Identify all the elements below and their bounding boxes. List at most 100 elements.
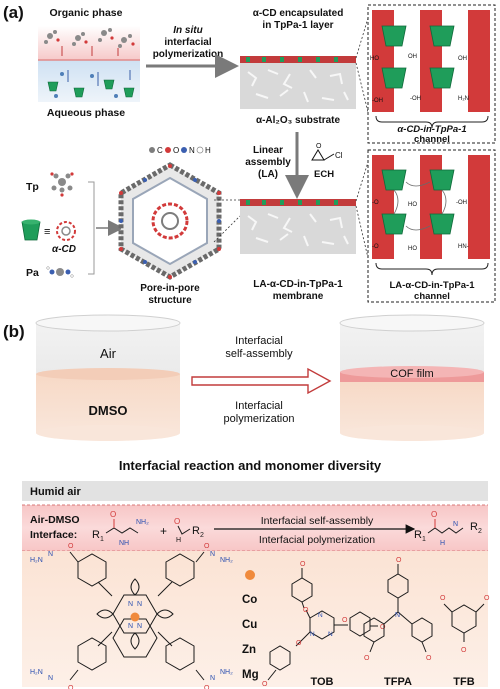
substrate-texture-1 bbox=[247, 69, 349, 103]
arrow-bottom-label: Interfacial polymerization bbox=[259, 534, 375, 546]
substrate-2: LA-α-CD-in-TpPa-1 membrane bbox=[240, 199, 356, 302]
monomer-area bbox=[22, 551, 488, 687]
svg-text:OH: OH bbox=[408, 54, 417, 60]
svg-text:O: O bbox=[342, 617, 348, 624]
metal-mg: Mg bbox=[242, 669, 259, 681]
svg-text:O: O bbox=[484, 595, 490, 602]
acd-in-layer bbox=[246, 57, 338, 62]
channel1-line1: α-CD-in-TpPa-1 bbox=[397, 124, 466, 135]
svg-text:O: O bbox=[296, 640, 302, 647]
svg-text:O: O bbox=[431, 510, 437, 519]
svg-text:N: N bbox=[210, 675, 215, 682]
ech-cl: Cl bbox=[335, 151, 343, 160]
svg-text:O: O bbox=[303, 607, 309, 614]
pore-acd-ring bbox=[151, 202, 189, 240]
la-line1: Linear bbox=[253, 145, 283, 156]
beaker-right-rim bbox=[339, 314, 485, 332]
panel-b-label: (b) bbox=[3, 322, 25, 341]
monomer-list: Tp ≡ α-CD Pa bbox=[21, 172, 76, 279]
svg-text:1: 1 bbox=[422, 536, 426, 543]
svg-text:NH₂: NH₂ bbox=[220, 557, 233, 564]
beaker-left-rim bbox=[35, 314, 181, 332]
metal-co: Co bbox=[242, 594, 257, 606]
tfb-label: TFB bbox=[453, 676, 474, 688]
acd-cone-icon bbox=[21, 221, 41, 241]
product-r2-label: R bbox=[470, 521, 478, 533]
acd-ring bbox=[56, 221, 76, 241]
svg-text:O: O bbox=[364, 655, 370, 662]
svg-text:HO: HO bbox=[408, 246, 417, 252]
beaker-left: Air DMSO bbox=[35, 314, 181, 441]
la-acd-in-layer bbox=[246, 200, 338, 205]
zoom-line-3b bbox=[355, 205, 369, 259]
organic-phase-label: Organic phase bbox=[50, 7, 123, 19]
hydrazide-structure: R 1 O NH NH₂ bbox=[92, 510, 149, 547]
channel-wall-2c bbox=[468, 155, 490, 259]
svg-text:H₂N: H₂N bbox=[30, 669, 43, 676]
svg-text:O: O bbox=[426, 655, 432, 662]
svg-text:-O: -O bbox=[372, 244, 379, 250]
pore-in-pore-structure: Pore-in-pore structure bbox=[118, 162, 222, 306]
pore-line1: Pore-in-pore bbox=[140, 283, 200, 294]
monomer-bracket bbox=[88, 181, 95, 275]
pa-structure bbox=[46, 266, 74, 278]
tp-oxygens bbox=[50, 172, 74, 197]
svg-text:N: N bbox=[395, 612, 400, 619]
zoom-line-3a bbox=[355, 161, 369, 202]
metal-cu: Cu bbox=[242, 619, 257, 631]
tfpa-label: TFPA bbox=[384, 676, 412, 688]
metal-center-dot bbox=[130, 612, 140, 622]
svg-text:O: O bbox=[440, 595, 446, 602]
svg-text:N: N bbox=[210, 551, 215, 558]
self-assembly-line1: Interfacial bbox=[235, 335, 283, 347]
self-assembly-line2: self-assembly bbox=[225, 348, 293, 360]
acd-molecules bbox=[47, 79, 135, 98]
beaker-right-bottom bbox=[340, 425, 484, 441]
channel2-line2: channel bbox=[414, 291, 450, 302]
aldehyde-structure: O H R 2 bbox=[174, 517, 204, 544]
down-arrows bbox=[61, 46, 119, 56]
up-arrows bbox=[67, 70, 131, 86]
svg-text:O: O bbox=[204, 685, 210, 689]
svg-text:H₂N: H₂N bbox=[30, 557, 43, 564]
svg-text:O: O bbox=[380, 624, 386, 631]
beaker-left-bottom bbox=[36, 425, 180, 441]
interface-band bbox=[22, 505, 488, 551]
dmso-surface-left bbox=[36, 368, 180, 380]
humid-air-label: Humid air bbox=[30, 486, 81, 498]
svg-text:H: H bbox=[176, 537, 181, 544]
svg-text:NH₂: NH₂ bbox=[136, 519, 149, 526]
membrane-line1: LA-α-CD-in-TpPa-1 bbox=[253, 279, 343, 290]
svg-text:O: O bbox=[110, 510, 116, 519]
svg-text:N: N bbox=[318, 612, 323, 619]
substrate-label: α-Al₂O₃ substrate bbox=[256, 115, 341, 126]
legend-c: C bbox=[157, 146, 163, 155]
ech-oxygen: O bbox=[316, 143, 322, 150]
aqueous-phase-label: Aqueous phase bbox=[47, 107, 125, 119]
atom-legend: C O N H bbox=[149, 146, 211, 155]
svg-text:HO: HO bbox=[408, 202, 417, 208]
r1-label: R bbox=[92, 529, 100, 541]
equiv-symbol: ≡ bbox=[44, 226, 50, 238]
substrate-block-1 bbox=[240, 63, 356, 109]
svg-text:N: N bbox=[453, 521, 458, 528]
tp-structure bbox=[51, 173, 73, 193]
substrate-texture-2 bbox=[247, 213, 349, 247]
substrate-1: α-CD encapsulated in TpPa-1 layer α-Al₂O… bbox=[240, 8, 356, 126]
ech-molecule: O Cl ECH bbox=[311, 143, 343, 180]
channel-wall-1c bbox=[468, 10, 490, 112]
la-line2: assembly bbox=[245, 157, 291, 168]
product-r1-label: R bbox=[414, 529, 422, 541]
channel2-line1: LA-α-CD-in-TpPa-1 bbox=[390, 280, 476, 291]
legend-h: H bbox=[205, 146, 211, 155]
channel-1-brace bbox=[375, 115, 489, 129]
step1-line2: interfacial bbox=[164, 37, 211, 48]
svg-text:O: O bbox=[174, 517, 180, 526]
channel-2-acd bbox=[381, 169, 455, 235]
encaps-line2: in TpPa-1 layer bbox=[262, 20, 333, 31]
svg-text:N: N bbox=[128, 623, 133, 630]
